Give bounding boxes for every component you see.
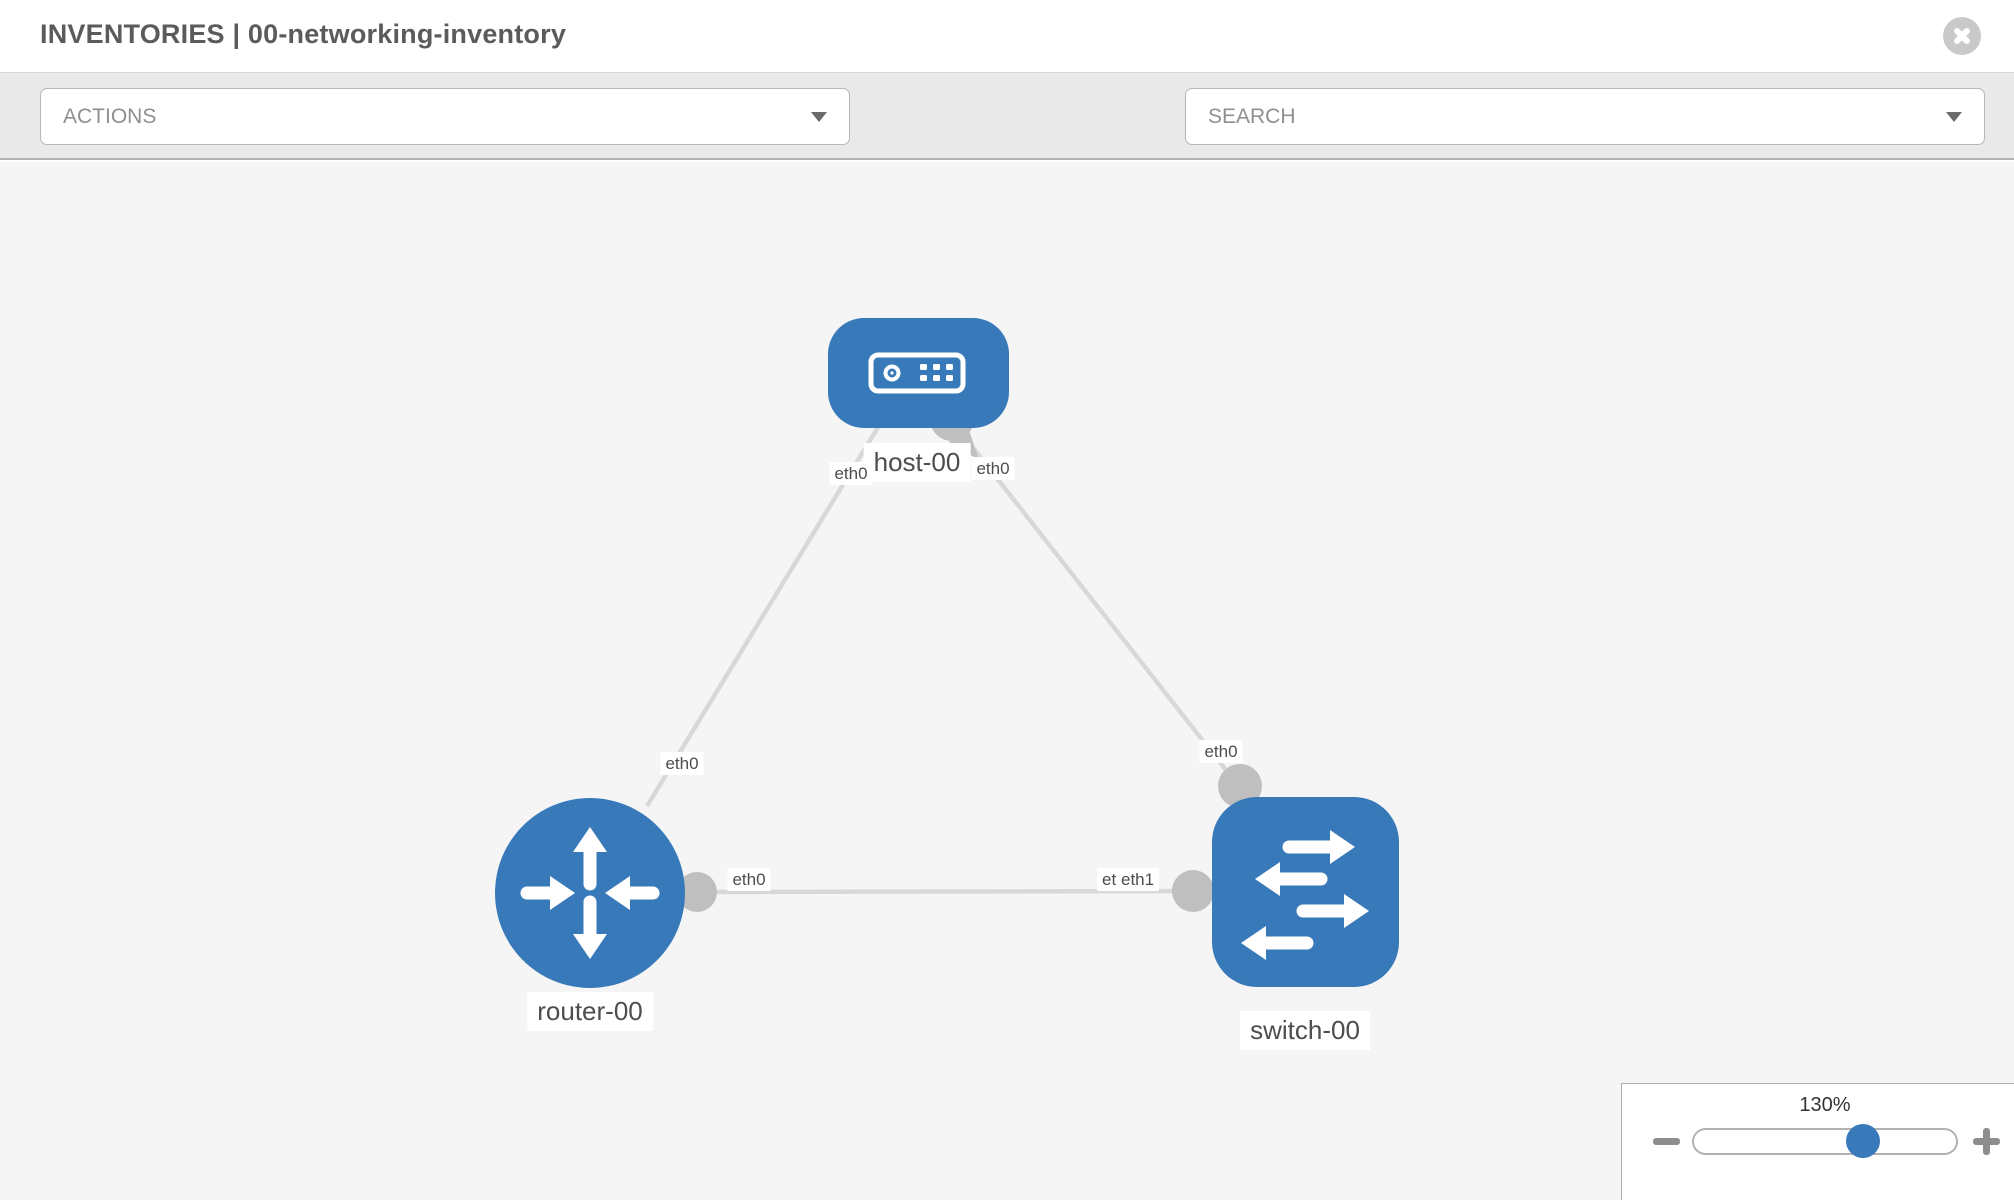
if-label-switch-eth1: eth1: [1116, 868, 1160, 892]
search-dropdown-label: SEARCH: [1208, 104, 1296, 128]
node-label-host: host-00: [863, 443, 971, 482]
node-label-switch: switch-00: [1240, 1011, 1370, 1050]
host-node-shape[interactable]: [828, 318, 1009, 428]
actions-dropdown[interactable]: ACTIONS: [40, 88, 850, 145]
node-switch-00[interactable]: [1212, 797, 1399, 987]
router-node-shape[interactable]: [495, 798, 685, 988]
chevron-down-icon: [811, 111, 827, 122]
if-label-host-eth0-left: eth0: [829, 462, 873, 486]
server-icon: [868, 352, 966, 394]
if-label-host-eth0-right: eth0: [971, 457, 1015, 481]
close-button[interactable]: [1943, 17, 1981, 55]
if-label-router-eth0-mid: eth0: [727, 868, 771, 892]
if-label-router-eth0-top: eth0: [660, 752, 704, 776]
zoom-slider-handle[interactable]: [1846, 1124, 1880, 1158]
page-title: INVENTORIES | 00-networking-inventory: [40, 19, 567, 49]
port-switch-eth0: [1218, 764, 1262, 808]
close-icon: [1943, 17, 1981, 55]
topology-canvas[interactable]: host-00 router-00 switch-00 eth0 eth0 et…: [0, 162, 2014, 1200]
link-host-switch[interactable]: [950, 419, 1242, 790]
zoom-slider-track[interactable]: [1692, 1124, 1958, 1158]
topology-graph: [495, 318, 1399, 988]
links-layer: [645, 419, 1242, 895]
zoom-panel: 130%: [1621, 1083, 2014, 1200]
if-label-switch-eth0-top: eth0: [1199, 740, 1243, 764]
zoom-in-button[interactable]: [1973, 1128, 2000, 1155]
zoom-level-value: 130%: [1799, 1094, 1851, 1116]
toolbar: ACTIONS SEARCH: [0, 73, 2014, 208]
actions-dropdown-label: ACTIONS: [63, 104, 157, 128]
router-icon: [520, 827, 660, 959]
switch-icon: [1241, 830, 1369, 960]
link-host-router[interactable]: [645, 422, 882, 808]
header: INVENTORIES | 00-networking-inventory: [0, 0, 2014, 73]
search-dropdown[interactable]: SEARCH: [1185, 88, 1985, 145]
port-router-eth0: [677, 872, 717, 912]
chevron-down-icon: [1946, 111, 1962, 122]
switch-node-shape[interactable]: [1212, 797, 1399, 987]
node-router-00[interactable]: [495, 798, 685, 988]
port-switch-eth1: [1172, 870, 1214, 912]
node-host-00[interactable]: [828, 318, 1009, 428]
node-label-router: router-00: [527, 992, 653, 1031]
zoom-out-button[interactable]: [1653, 1138, 1680, 1145]
